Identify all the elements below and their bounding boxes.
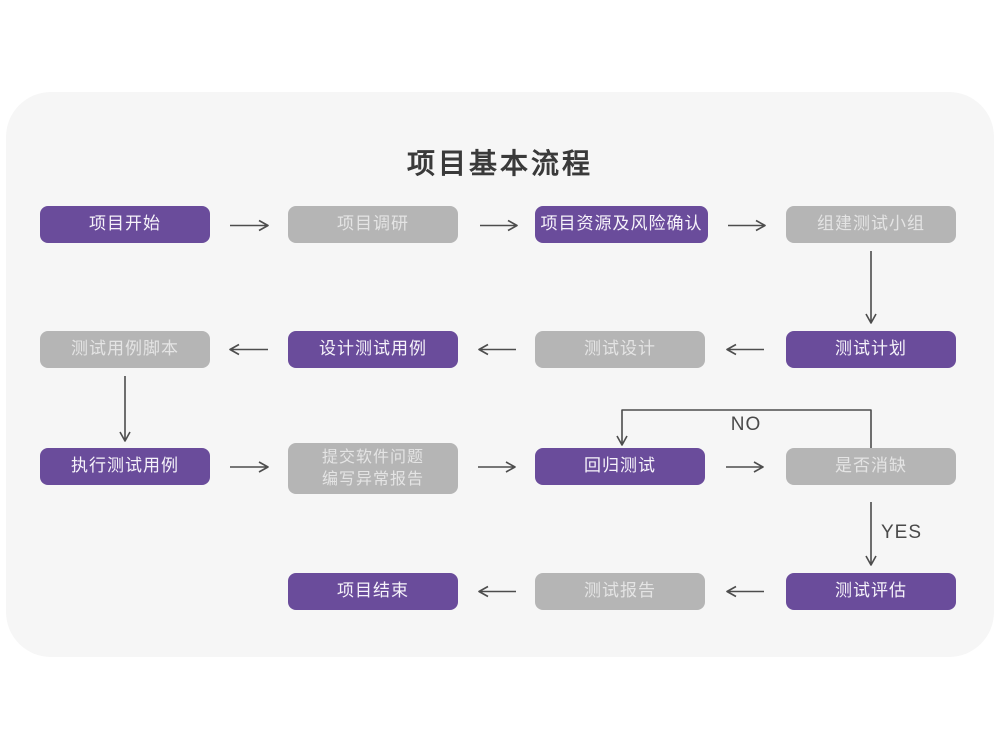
flow-node-defect-check: 是否消缺	[786, 448, 956, 485]
flow-node-test-plan: 测试计划	[786, 331, 956, 368]
flow-node-design-cases: 设计测试用例	[288, 331, 458, 368]
flowchart-card	[6, 92, 994, 657]
flow-node-test-report: 测试报告	[535, 573, 705, 610]
flow-node-submit-issues: 提交软件问题 编写异常报告	[288, 443, 458, 494]
flow-node-regression-test: 回归测试	[535, 448, 705, 485]
yes-branch-label: YES	[881, 522, 923, 543]
flow-node-team: 组建测试小组	[786, 206, 956, 243]
page-title: 项目基本流程	[406, 148, 593, 179]
flow-node-research: 项目调研	[288, 206, 458, 243]
no-branch-label: NO	[730, 414, 762, 435]
flow-node-evaluation: 测试评估	[786, 573, 956, 610]
flow-node-execute-cases: 执行测试用例	[40, 448, 210, 485]
flow-node-risk: 项目资源及风险确认	[535, 206, 708, 243]
flow-node-end: 项目结束	[288, 573, 458, 610]
flow-node-case-script: 测试用例脚本	[40, 331, 210, 368]
flow-node-start: 项目开始	[40, 206, 210, 243]
flow-node-test-design: 测试设计	[535, 331, 705, 368]
